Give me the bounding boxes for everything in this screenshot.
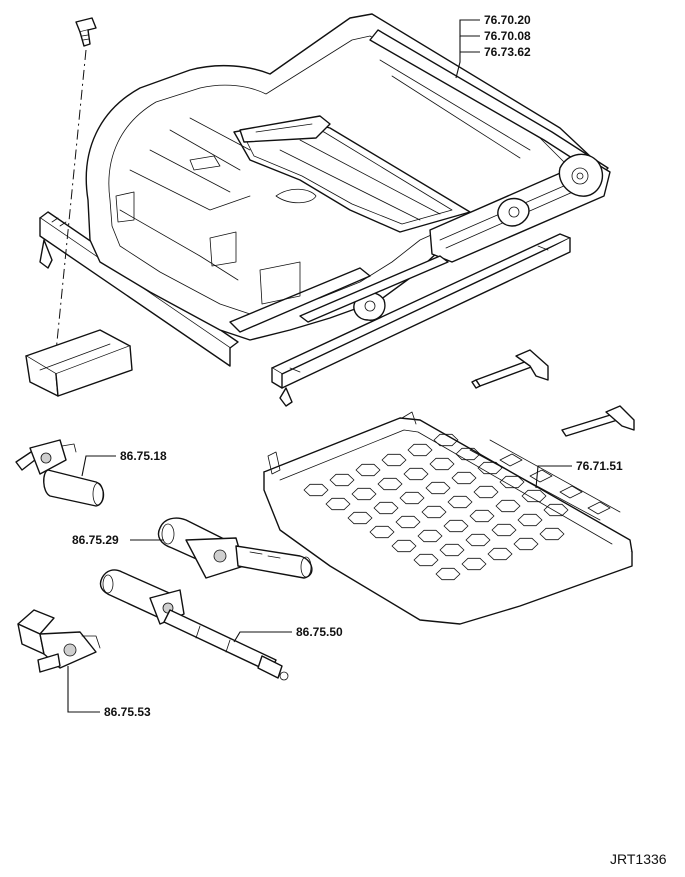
pan-cell: [325, 497, 351, 511]
pan-cell: [543, 503, 569, 517]
pan-cell: [395, 515, 421, 529]
pan-cell: [417, 529, 443, 543]
pan-cell: [435, 567, 461, 581]
pan-cell: [433, 433, 459, 447]
label-frame-ref-3: 76.73.62: [484, 45, 531, 59]
label-frame-ref-2: 76.70.08: [484, 29, 531, 43]
motor-slide: [99, 569, 289, 681]
pan-cell: [303, 483, 329, 497]
pan-cell: [399, 491, 425, 505]
label-pan-ref: 76.71.51: [576, 459, 623, 473]
pan-cell: [451, 471, 477, 485]
pan-cell: [381, 453, 407, 467]
bracket-small-1: [471, 349, 549, 389]
pan-cell: [539, 527, 565, 541]
pan-cell: [329, 473, 355, 487]
pan-cell: [425, 481, 451, 495]
drawing-reference: JRT1336: [610, 851, 667, 867]
motor-tilt: [157, 517, 313, 579]
rail-trim-clip: [25, 329, 133, 397]
pan-cell: [369, 525, 395, 539]
pan-cell: [347, 511, 373, 525]
pan-cell: [513, 537, 539, 551]
label-motor-tilt: 86.75.29: [72, 533, 119, 547]
pan-cell: [391, 539, 417, 553]
pan-cell: [487, 547, 513, 561]
seat-frame-assembly: [39, 13, 611, 407]
motor-height: [15, 439, 105, 507]
pan-cell: [455, 447, 481, 461]
pan-cell: [491, 523, 517, 537]
leader-lines: [67, 19, 572, 713]
pan-cell: [521, 489, 547, 503]
label-motor-slide: 86.75.50: [296, 625, 343, 639]
bracket-small-2: [561, 405, 635, 437]
assembly-line: [53, 49, 87, 373]
pan-cell: [439, 543, 465, 557]
pan-cell: [407, 443, 433, 457]
pan-cell: [443, 519, 469, 533]
pan-cell: [465, 533, 491, 547]
pan-cell: [469, 509, 495, 523]
label-motor-length: 86.75.53: [104, 705, 151, 719]
label-motor-height: 86.75.18: [120, 449, 167, 463]
pan-cell: [461, 557, 487, 571]
pan-cell: [377, 477, 403, 491]
pan-cell: [403, 467, 429, 481]
pan-cell: [477, 461, 503, 475]
pan-cell: [421, 505, 447, 519]
pan-cell: [517, 513, 543, 527]
bolt: [75, 17, 97, 47]
motor-length: [17, 609, 101, 673]
pan-cell: [429, 457, 455, 471]
pan-cell: [413, 553, 439, 567]
pan-cell: [355, 463, 381, 477]
pan-cell: [351, 487, 377, 501]
pan-cell: [447, 495, 473, 509]
seat-pan-grid: [263, 411, 633, 625]
label-frame-ref-1: 76.70.20: [484, 13, 531, 27]
pan-cell: [373, 501, 399, 515]
pan-cell: [495, 499, 521, 513]
pan-cell: [473, 485, 499, 499]
